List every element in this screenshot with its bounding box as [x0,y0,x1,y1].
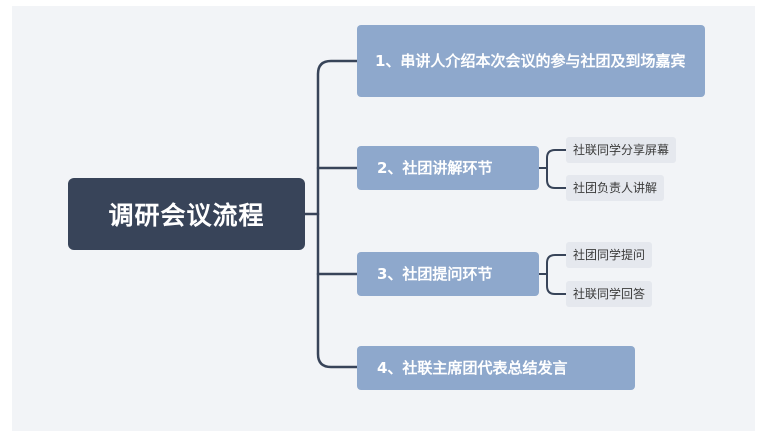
leaf-node-2-1[interactable]: 社联同学分享屏幕 [566,137,677,163]
branch-node-4[interactable]: 4、社联主席团代表总结发言 [357,346,635,390]
branch-node-1-label: 1、串讲人介绍本次会议的参与社团及到场嘉宾 [375,52,686,70]
branch-node-3-label: 3、社团提问环节 [377,265,493,283]
leaf-node-3-1[interactable]: 社团同学提问 [566,242,653,268]
connector-to-branch-1 [316,59,359,369]
leaf-node-2-2[interactable]: 社团负责人讲解 [566,175,665,201]
branch-node-4-label: 4、社联主席团代表总结发言 [377,359,568,377]
branch-node-1[interactable]: 1、串讲人介绍本次会议的参与社团及到场嘉宾 [357,25,705,97]
branch-node-2-label: 2、社团讲解环节 [377,159,493,177]
root-node[interactable]: 调研会议流程 [68,178,305,250]
connector-branch2-to-leaves [538,149,567,189]
branch-node-2[interactable]: 2、社团讲解环节 [357,146,539,190]
connector-branch3-to-leaves [538,254,567,295]
branch-node-3[interactable]: 3、社团提问环节 [357,252,539,296]
leaf-node-3-2[interactable]: 社联同学回答 [566,281,653,307]
